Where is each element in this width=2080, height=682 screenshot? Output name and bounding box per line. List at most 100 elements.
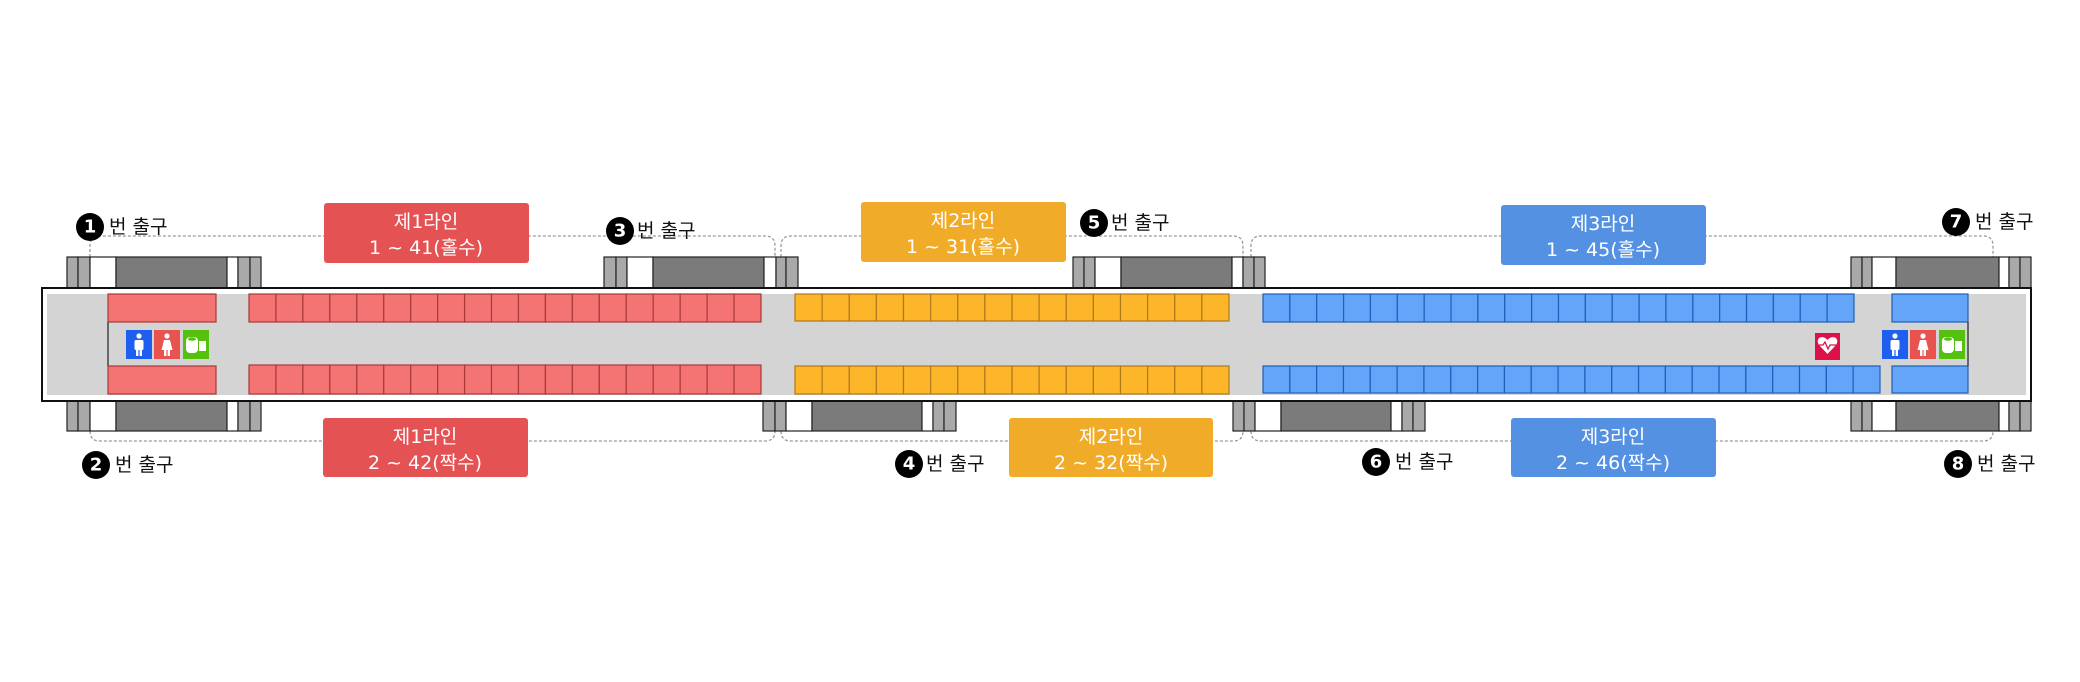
restroom-wall-block xyxy=(1891,365,1969,394)
exit-number: 7 xyxy=(1950,212,1963,233)
parking-space xyxy=(463,364,493,395)
parking-space xyxy=(1745,365,1774,394)
parking-space xyxy=(1092,365,1122,395)
parking-space xyxy=(1665,293,1694,323)
parking-space xyxy=(1719,293,1748,323)
stair-step xyxy=(249,400,262,432)
parking-space xyxy=(1201,365,1230,395)
stair-gap xyxy=(89,400,117,432)
route-line xyxy=(89,430,776,442)
stair xyxy=(603,256,799,289)
parking-space xyxy=(1065,293,1094,322)
parking-space xyxy=(410,293,439,323)
parking-space xyxy=(1450,293,1479,323)
label-box xyxy=(861,202,1066,262)
parking-space xyxy=(571,364,600,395)
label-box xyxy=(324,203,529,263)
stair-step xyxy=(1850,256,1863,289)
label-title: 제2라인 xyxy=(931,210,996,232)
stair-step xyxy=(1412,400,1426,432)
route-line xyxy=(1250,235,1994,257)
parking-space xyxy=(625,293,654,323)
heartbeat-line xyxy=(1819,340,1836,351)
parking-space xyxy=(598,293,627,323)
parking-space xyxy=(1119,293,1149,322)
parking-space xyxy=(875,293,905,322)
exit-3[interactable]: 3 번 출구 xyxy=(606,217,695,245)
exit-number: 8 xyxy=(1952,454,1965,475)
parking-space xyxy=(1504,293,1533,323)
parking-space xyxy=(957,293,986,322)
exit-label: 번 출구 xyxy=(1977,453,2035,475)
parking-space xyxy=(1369,293,1398,323)
parking-space xyxy=(1369,365,1398,394)
parking-space xyxy=(957,365,986,395)
parking-space xyxy=(1262,293,1291,323)
parking-space xyxy=(733,364,762,395)
parking-space xyxy=(1147,293,1176,322)
parking-space xyxy=(1423,293,1452,323)
exit-number-badge xyxy=(1362,448,1390,476)
line1-top-label: 제1라인 1 ~ 41(홀수) xyxy=(324,203,529,263)
parking-space xyxy=(437,293,466,323)
heart-shape xyxy=(1817,337,1838,354)
parking-space xyxy=(356,364,385,395)
stair-gap xyxy=(1254,400,1282,432)
restroom-wall-block xyxy=(107,365,217,395)
parking-space xyxy=(1798,365,1827,394)
parking-space xyxy=(1011,365,1040,395)
parking-space xyxy=(437,364,466,395)
stair-step xyxy=(603,256,617,289)
parking-space xyxy=(410,364,439,395)
parking-space xyxy=(302,364,331,395)
stair-step xyxy=(1072,256,1085,289)
exit-2[interactable]: 2 번 출구 xyxy=(82,451,173,479)
parking-space xyxy=(1289,365,1318,394)
stair-gap xyxy=(1094,256,1122,289)
parking-space xyxy=(794,293,823,322)
person-head xyxy=(136,333,142,339)
parking-space xyxy=(1531,293,1560,323)
toilet-paper-icon xyxy=(1939,330,1965,359)
label-title: 제2라인 xyxy=(1079,426,1144,448)
facilities xyxy=(126,330,1965,360)
stair-step xyxy=(1083,256,1096,289)
line3-bottom-label: 제3라인 2 ~ 46(짝수) xyxy=(1511,418,1716,477)
parking-space xyxy=(1664,365,1693,394)
exit-label: 번 출구 xyxy=(637,220,695,242)
paper-roll-hole xyxy=(188,337,196,341)
exit-number-badge xyxy=(82,451,110,479)
parking-space xyxy=(1174,365,1203,395)
line1-bottom-label: 제1라인 2 ~ 42(짝수) xyxy=(323,418,528,477)
aed-heart-icon xyxy=(1815,333,1840,360)
exit-7[interactable]: 7 번 출구 xyxy=(1942,208,2033,236)
parking-space xyxy=(1530,365,1559,394)
exit-label: 번 출구 xyxy=(109,216,167,238)
stair-step xyxy=(2019,256,2032,289)
parking-space xyxy=(1450,365,1479,394)
label-range: 1 ~ 45(홀수) xyxy=(1546,239,1660,261)
stair-step xyxy=(785,256,799,289)
exit-5[interactable]: 5 번 출구 xyxy=(1080,209,1169,237)
person-leg xyxy=(164,349,167,356)
exit-8[interactable]: 8 번 출구 xyxy=(1944,450,2035,478)
women-restroom-icon xyxy=(154,330,180,359)
parking-space xyxy=(1423,365,1452,394)
parking-space xyxy=(598,364,627,395)
stair-step xyxy=(237,256,251,289)
exit-label: 번 출구 xyxy=(1975,211,2033,233)
parking-space xyxy=(1718,365,1747,394)
exit-label: 번 출구 xyxy=(1111,212,1169,234)
exit-4[interactable]: 4 번 출구 xyxy=(895,450,984,478)
parking-space xyxy=(821,293,850,322)
paper-roll-hole xyxy=(1944,337,1952,341)
parking-space xyxy=(875,365,905,395)
exit-1[interactable]: 1 번 출구 xyxy=(76,213,167,241)
exit-6[interactable]: 6 번 출구 xyxy=(1362,448,1453,476)
label-box xyxy=(1511,418,1716,477)
parking-space xyxy=(1557,293,1586,323)
stair xyxy=(1232,400,1426,432)
parking-space xyxy=(1065,365,1094,395)
stair xyxy=(762,400,957,432)
